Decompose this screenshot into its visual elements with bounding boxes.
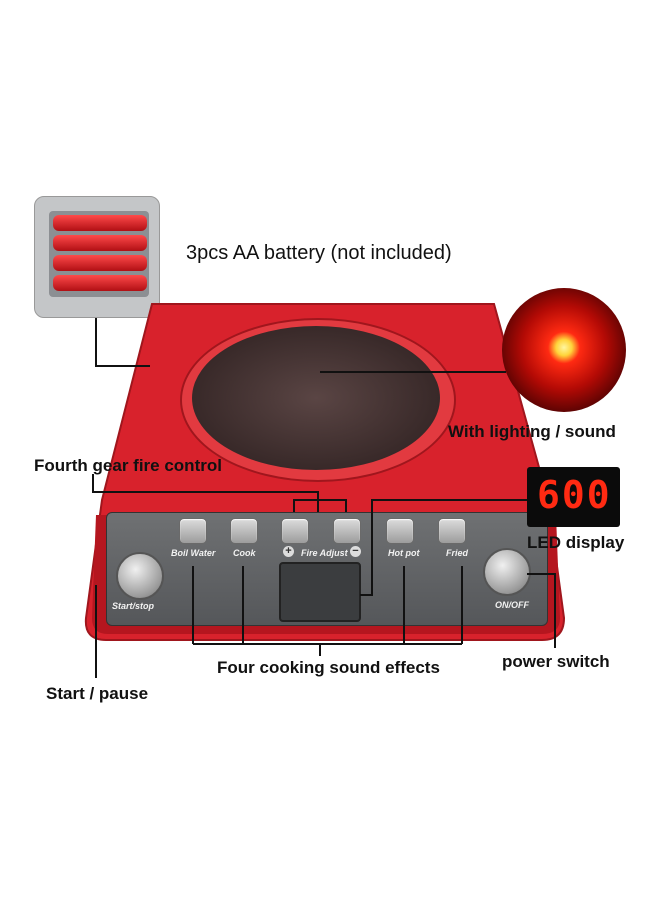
hot-pot-button[interactable] xyxy=(386,518,414,544)
fried-button[interactable] xyxy=(438,518,466,544)
burner-plate xyxy=(192,326,440,470)
start-stop-label: Start/stop xyxy=(112,601,155,611)
battery-2 xyxy=(53,235,147,251)
lighting-callout: With lighting / sound xyxy=(448,422,616,441)
battery-callout: 3pcs AA battery (not included) xyxy=(186,242,452,264)
led-display-callout: LED display xyxy=(527,533,625,552)
plus-icon: + xyxy=(283,546,294,557)
fried-label: Fried xyxy=(446,548,469,558)
power-knob[interactable] xyxy=(483,548,531,596)
minus-icon: − xyxy=(350,546,361,557)
panel-display xyxy=(279,562,361,622)
hot-pot-label: Hot pot xyxy=(388,548,420,558)
red-light-image xyxy=(502,288,626,412)
battery-4 xyxy=(53,275,147,291)
cook-label: Cook xyxy=(233,548,256,558)
battery-3 xyxy=(53,255,147,271)
led-value: 600 xyxy=(537,473,612,517)
battery-compartment-image xyxy=(34,196,160,318)
cooking-sounds-callout: Four cooking sound effects xyxy=(217,658,440,677)
on-off-label: ON/OFF xyxy=(495,600,529,610)
boil-water-label: Boil Water xyxy=(171,548,216,558)
boil-water-button[interactable] xyxy=(179,518,207,544)
fire-plus-button[interactable] xyxy=(281,518,309,544)
start-stop-knob[interactable] xyxy=(116,552,164,600)
fire-adjust-label: Fire Adjust xyxy=(301,548,348,558)
fire-control-callout: Fourth gear fire control xyxy=(34,456,222,475)
power-switch-callout: power switch xyxy=(502,652,610,671)
led-display: 600 xyxy=(527,467,620,527)
fire-minus-button[interactable] xyxy=(333,518,361,544)
start-pause-callout: Start / pause xyxy=(46,684,149,703)
cook-button[interactable] xyxy=(230,518,258,544)
battery-1 xyxy=(53,215,147,231)
cooktop-body xyxy=(82,300,570,645)
